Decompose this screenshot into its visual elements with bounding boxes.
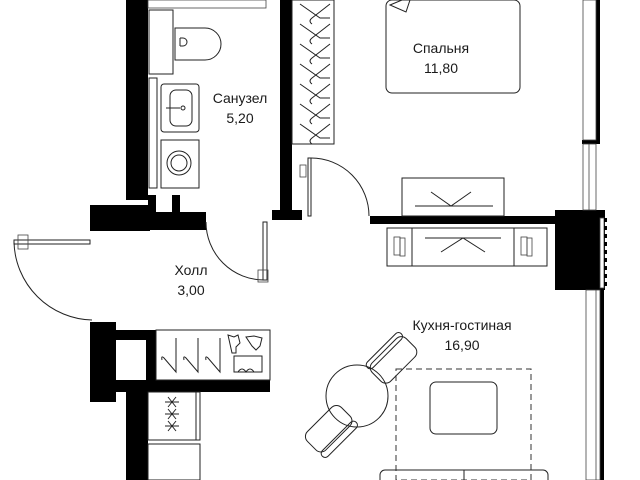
- wall-hall-top: [148, 212, 206, 230]
- radiator-fin: [604, 274, 607, 278]
- burner-icon: [165, 420, 179, 432]
- chair-icon: [304, 404, 353, 453]
- wall-door-jamb: [272, 210, 302, 220]
- hob-icon: [165, 396, 179, 432]
- hanger-icon: [299, 43, 331, 65]
- hanger-icon: [299, 103, 331, 125]
- hanger-icon: [161, 338, 177, 374]
- burner-icon: [165, 396, 179, 408]
- sink-icon: [160, 83, 200, 133]
- hanger-icon: [205, 338, 221, 374]
- kitchen-living-tv-unit: [386, 227, 548, 267]
- room-name: Кухня-гостиная: [412, 317, 512, 333]
- wall-wardrobe-bottom: [116, 380, 270, 392]
- bed-icon: [385, 0, 521, 94]
- hanger-icon: [299, 83, 331, 105]
- radiator-fin: [604, 258, 607, 262]
- windows: [147, 0, 605, 480]
- hanger-icon: [299, 3, 331, 25]
- washing-machine-icon: [160, 139, 200, 189]
- hanger-icon: [299, 23, 331, 45]
- wall-hall-top-left: [90, 205, 150, 231]
- walls: [90, 0, 605, 480]
- wall-kitchen-left: [126, 392, 148, 480]
- radiator-fin: [604, 234, 607, 238]
- bedroom-door: [299, 157, 370, 217]
- room-area: 11,80: [423, 60, 458, 76]
- hall-wardrobe: [155, 329, 271, 381]
- room-name: Спальня: [412, 40, 470, 56]
- wall-bedroom-bottom: [370, 216, 570, 224]
- rug: [395, 368, 532, 480]
- entrance-door: [13, 234, 93, 321]
- wall-bathroom-left: [126, 0, 148, 200]
- room-label-bedroom: Спальня 11,80: [413, 38, 469, 78]
- room-area: 3,00: [177, 282, 205, 298]
- room-area: 5,20: [226, 110, 254, 126]
- hanger-icon: [183, 338, 199, 374]
- radiator-fin: [604, 282, 607, 286]
- wall-stub-2: [172, 195, 180, 215]
- radiator-fin: [604, 250, 607, 254]
- wall-right-pillar: [555, 210, 597, 290]
- kitchen-counter: [147, 391, 201, 480]
- burner-icon: [165, 408, 179, 420]
- radiator-icon: [604, 218, 607, 286]
- wall-stub: [148, 195, 156, 215]
- bathroom-door: [205, 221, 269, 283]
- radiator-fin: [604, 242, 607, 246]
- wardrobe-bedroom: [291, 0, 335, 145]
- wall-right-ledge: [582, 140, 600, 144]
- room-label-kitchen-living: Кухня-гостиная 16,90: [412, 315, 511, 355]
- coffee-table-icon: [429, 381, 498, 435]
- hanger-icon: [299, 123, 331, 145]
- radiator-fin: [604, 226, 607, 230]
- room-name: Холл: [174, 262, 208, 278]
- chair-icon: [369, 336, 418, 384]
- hanger-icon: [299, 63, 331, 85]
- toilet-cistern: [148, 9, 174, 75]
- bedroom-cabinet: [401, 177, 505, 217]
- wall-right-top: [596, 0, 600, 142]
- wall-hall-bottom-left: [90, 322, 116, 402]
- room-area: 16,90: [444, 337, 480, 353]
- room-name: Санузел: [212, 90, 268, 106]
- radiator-fin: [604, 266, 607, 270]
- bathroom-fixtures: [148, 9, 222, 189]
- wall-right-bottom: [600, 285, 604, 480]
- wall-niche-top: [116, 330, 156, 340]
- wall-bathroom-right: [280, 0, 292, 218]
- room-label-bathroom: Санузел 5,20: [213, 88, 268, 128]
- room-label-hall: Холл 3,00: [175, 260, 208, 300]
- dining-table: [304, 332, 418, 458]
- radiator-fin: [604, 218, 607, 222]
- toilet-icon: [174, 27, 222, 61]
- wall-niche-right: [146, 330, 156, 385]
- living-area: [379, 368, 549, 480]
